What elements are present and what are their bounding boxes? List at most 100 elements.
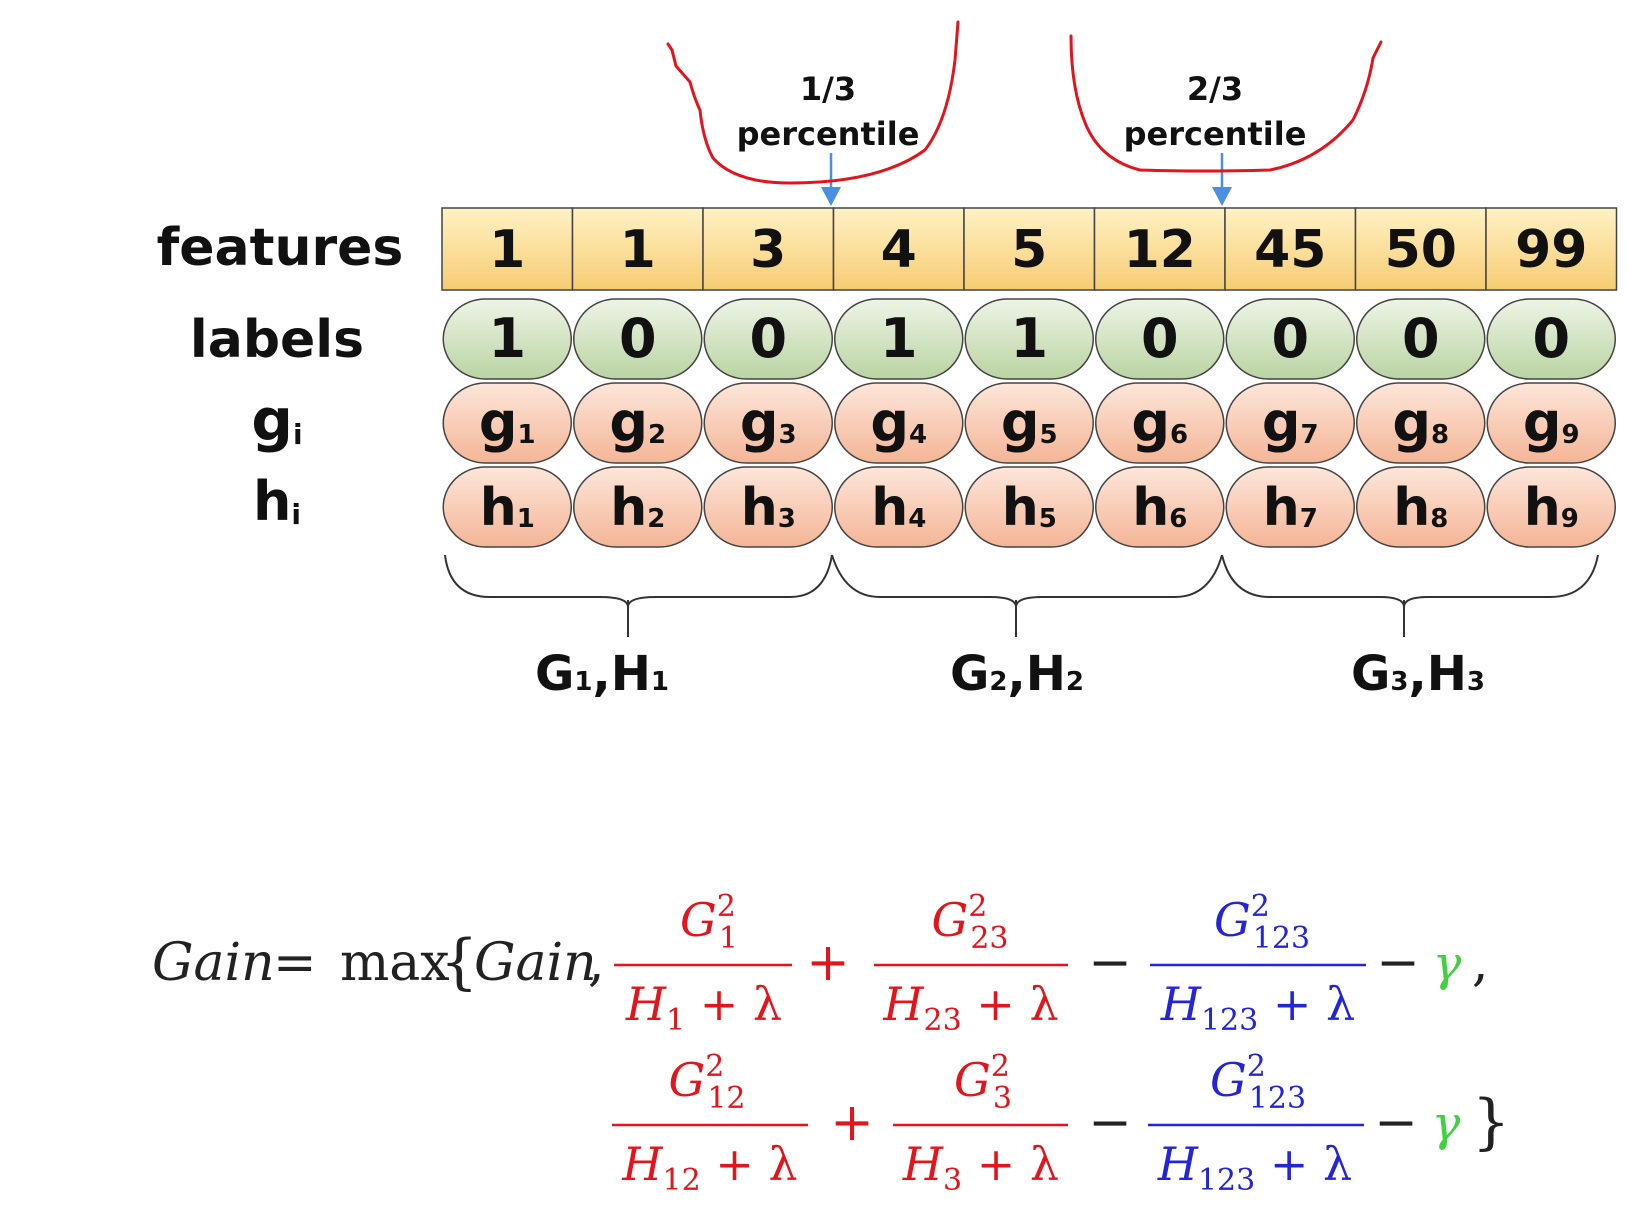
marker-2-word: percentile [1124,115,1307,153]
feature-cell [1093,207,1226,291]
marker-1-word: percentile [737,115,920,153]
pill-sub: 7 [1301,420,1319,450]
row-label-h-sub: i [291,498,301,531]
formula-equals: = [273,933,317,993]
brace-group-2 [831,554,1223,608]
pill-base: h [610,478,647,538]
h-pill [1486,466,1616,548]
group-label-2: G2,H2 [950,646,1084,702]
group-3-H-sub: 3 [1467,667,1485,697]
red-annotation-right [1069,34,1383,173]
marker-1-fraction: 1/3 [800,70,856,108]
group-2-H: H [1026,646,1066,702]
group-1-sep: , [593,646,611,702]
feature-cell [1224,207,1357,291]
h-pill-text: h9 [1524,478,1579,538]
labels-pill [442,298,572,380]
formula-max: max [340,933,450,993]
pill-base: g [1001,391,1040,454]
g-pill-text: g9 [1523,391,1580,454]
formula-open-brace: { [440,927,478,997]
row-labels: features labels gi hi [157,218,404,533]
h-pill [573,466,703,548]
pill-sub: 9 [1561,504,1579,534]
g-pill-text: g3 [740,391,797,454]
h-pill [703,466,833,548]
pill-sub: 2 [647,504,665,534]
percentile-marker-1: 1/3 percentile [737,70,920,206]
labels-pill [1486,298,1616,380]
group-2-sep: , [1008,646,1026,702]
g-pill-text: g6 [1131,391,1188,454]
pill-base: h [1263,478,1300,538]
feature-value: 3 [750,220,786,280]
group-3-sep: , [1409,646,1427,702]
labels-pill [1356,298,1486,380]
row-label-g-base: g [251,386,293,454]
pill-sub: 1 [517,504,535,534]
row1-t2-den: H23 + λ [882,977,1058,1038]
labels-pill-text: 1 [880,307,918,370]
red-annotation-left [666,20,960,185]
g-pill [1225,382,1355,464]
feature-value: 4 [881,220,917,280]
g-pill [703,382,833,464]
pill-sub: 8 [1431,420,1449,450]
group-1-H-sub: 1 [651,667,669,697]
h-pill [834,466,964,548]
brace-group-1 [444,554,833,608]
feature-value: 1 [489,220,525,280]
group-label-1: G1,H1 [535,646,669,702]
g-pill-text: g1 [479,391,536,454]
brace-group-3 [1221,554,1599,608]
group-2-G: G [950,646,989,702]
feature-cell [441,207,574,291]
row-label-g: gi [251,386,302,454]
labels-pill [1095,298,1225,380]
g-pill-text: g4 [870,391,927,454]
row-label-labels: labels [190,310,364,370]
g-pill [1095,382,1225,464]
labels-pill-text: 1 [1010,307,1048,370]
h-pill-text: h5 [1002,478,1057,538]
marker-1-arrow-head [821,187,841,206]
percentile-marker-2: 2/3 percentile [1124,70,1307,206]
marker-2-fraction: 2/3 [1187,70,1243,108]
pill-base: h [871,478,908,538]
formula-close-brace: } [1472,1087,1510,1157]
labels-pill-text: 0 [1271,307,1309,370]
row1-t1-den: H1 + λ [625,977,782,1038]
labels-pill [834,298,964,380]
group-1-G: G [535,646,574,702]
g-pill-text: g7 [1262,391,1319,454]
pill-sub: 6 [1169,504,1187,534]
pill-sub: 3 [778,504,796,534]
h-pill-text: h2 [610,478,665,538]
pill-base: g [609,391,648,454]
row2-minus-gamma: − [1374,1093,1418,1153]
pill-base: g [1523,391,1562,454]
g-pill [1486,382,1616,464]
pill-base: h [1132,478,1169,538]
formula-lhs: Gain [152,933,275,993]
labels-pill-text: 1 [488,307,526,370]
h-pill [1095,466,1225,548]
row2-t3-den: H123 + λ [1157,1137,1352,1198]
labels-pill [573,298,703,380]
pill-base: h [480,478,517,538]
h-pill [1356,466,1486,548]
pill-base: g [1131,391,1170,454]
row2-minus: − [1088,1093,1132,1153]
g-pill [573,382,703,464]
feature-cell [832,207,965,291]
